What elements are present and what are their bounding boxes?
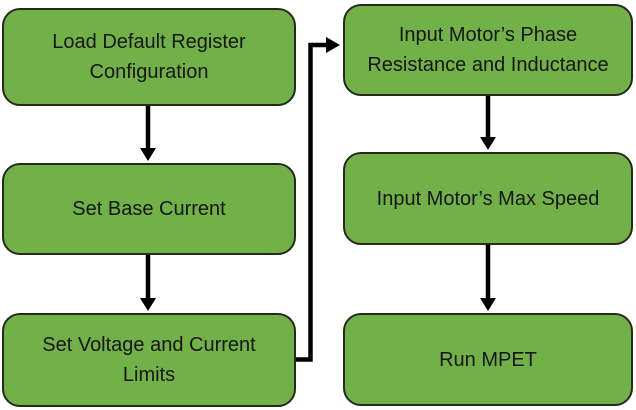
flowchart-node-load-default-register-configuration: Load Default Register Configuration (2, 8, 296, 106)
arrow-base-current-to-voltage-limits (140, 255, 156, 311)
node-label: Input Motor’s Phase Resistance and Induc… (367, 24, 609, 76)
node-label: Run MPET (439, 348, 537, 371)
node-label: Load Default Register Configuration (52, 31, 246, 83)
flowchart-node-set-base-current: Set Base Current (2, 163, 296, 255)
flowchart-node-set-voltage-and-current-limits: Set Voltage and Current Limits (2, 313, 296, 407)
flowchart-node-input-motors-max-speed: Input Motor’s Max Speed (343, 152, 633, 245)
arrow-load-config-to-base-current (140, 106, 156, 161)
arrow-phase-resistance-to-max-speed (480, 96, 496, 150)
node-label: Input Motor’s Max Speed (376, 187, 600, 210)
arrow-max-speed-to-run-mpet (480, 245, 496, 311)
node-label: Set Voltage and Current Limits (42, 334, 256, 386)
arrow-voltage-limits-to-phase-resistance (296, 37, 340, 362)
flowchart-node-input-motors-phase-resistance-and-inductance: Input Motor’s Phase Resistance and Induc… (343, 4, 633, 96)
node-label: Set Base Current (72, 198, 226, 220)
flowchart-node-run-mpet: Run MPET (343, 313, 633, 406)
